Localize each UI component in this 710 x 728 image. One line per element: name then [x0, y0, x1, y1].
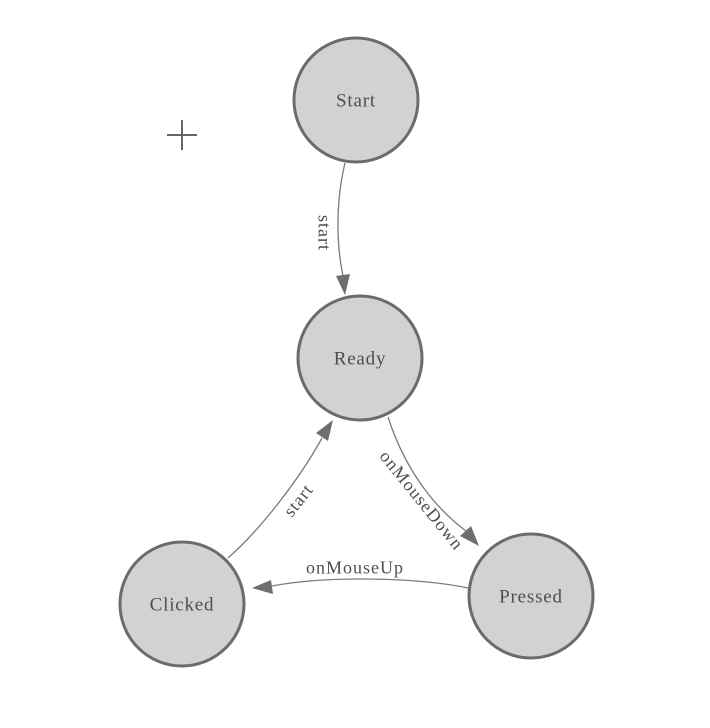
plus-cross-icon	[167, 120, 197, 150]
edge-line-clicked-to-ready[interactable]	[227, 437, 323, 559]
edge-ready-to-pressed: onMouseDown	[376, 416, 479, 554]
state-circle-ready[interactable]	[296, 294, 424, 422]
edge-label-start: start	[315, 215, 335, 251]
edge-start-to-ready: start	[315, 162, 350, 295]
state-node-start: Start	[292, 36, 420, 164]
state-node-pressed: Pressed	[467, 532, 595, 660]
arrowhead-icon	[316, 420, 333, 441]
state-label-clicked: Clicked	[150, 595, 215, 616]
state-label-pressed: Pressed	[499, 587, 563, 608]
state-label-start: Start	[336, 91, 376, 112]
edge-line-ready-to-pressed[interactable]	[387, 416, 467, 532]
state-node-clicked: Clicked	[118, 540, 246, 668]
edge-label-onmouseup: onMouseUp	[306, 557, 404, 577]
edge-label-onmousedown: onMouseDown	[376, 446, 468, 553]
edge-line-start-to-ready[interactable]	[337, 162, 346, 277]
arrowhead-icon	[460, 526, 479, 546]
state-circle-pressed[interactable]	[467, 532, 595, 660]
state-node-ready: Ready	[296, 294, 424, 422]
edge-clicked-to-ready: start	[227, 420, 333, 559]
state-circle-clicked[interactable]	[118, 540, 246, 668]
arrowhead-icon	[336, 274, 350, 295]
state-circle-start[interactable]	[292, 36, 420, 164]
edge-line-pressed-to-clicked[interactable]	[271, 578, 469, 589]
edge-label-start-2: start	[279, 480, 317, 521]
edge-pressed-to-clicked: onMouseUp	[252, 557, 469, 594]
state-label-ready: Ready	[334, 349, 387, 370]
arrowhead-icon	[252, 580, 273, 594]
